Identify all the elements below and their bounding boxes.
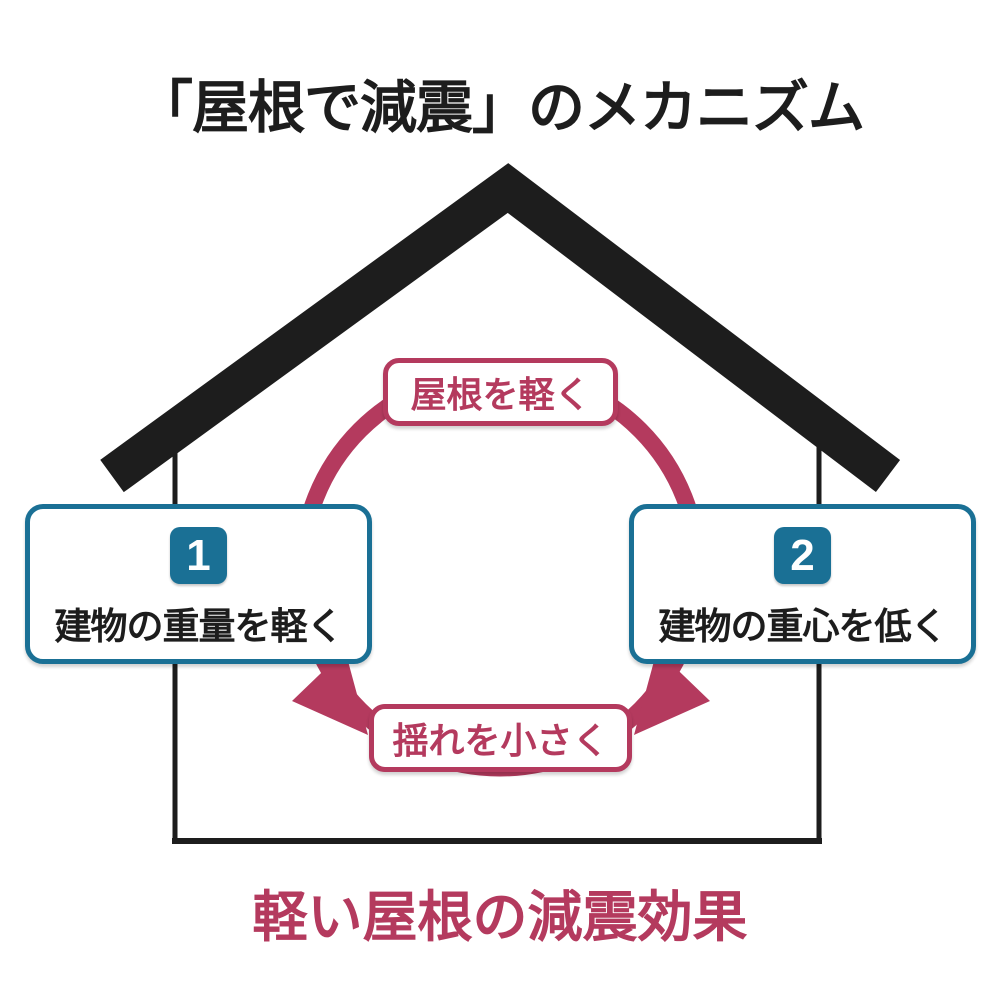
diagram-caption: 軽い屋根の減震効果 [252,886,748,948]
roof-outline [100,163,901,493]
step-2-label: 建物の重心を低く [658,606,948,647]
cycle-top-pill: 屋根を軽く [383,358,618,426]
step-2-box: 2 建物の重心を低く [629,504,976,664]
step-1-label: 建物の重量を軽く [54,606,344,647]
arrowhead-right-icon [634,650,710,735]
arrowhead-left-icon [292,650,368,735]
diagram-title: 「屋根で減震」のメカニズム [136,76,865,140]
cycle-bottom-pill: 揺れを小さく [369,704,632,772]
step-1-box: 1 建物の重量を軽く [25,504,372,664]
step-2-number-badge: 2 [774,527,831,584]
step-1-number-badge: 1 [170,527,227,584]
